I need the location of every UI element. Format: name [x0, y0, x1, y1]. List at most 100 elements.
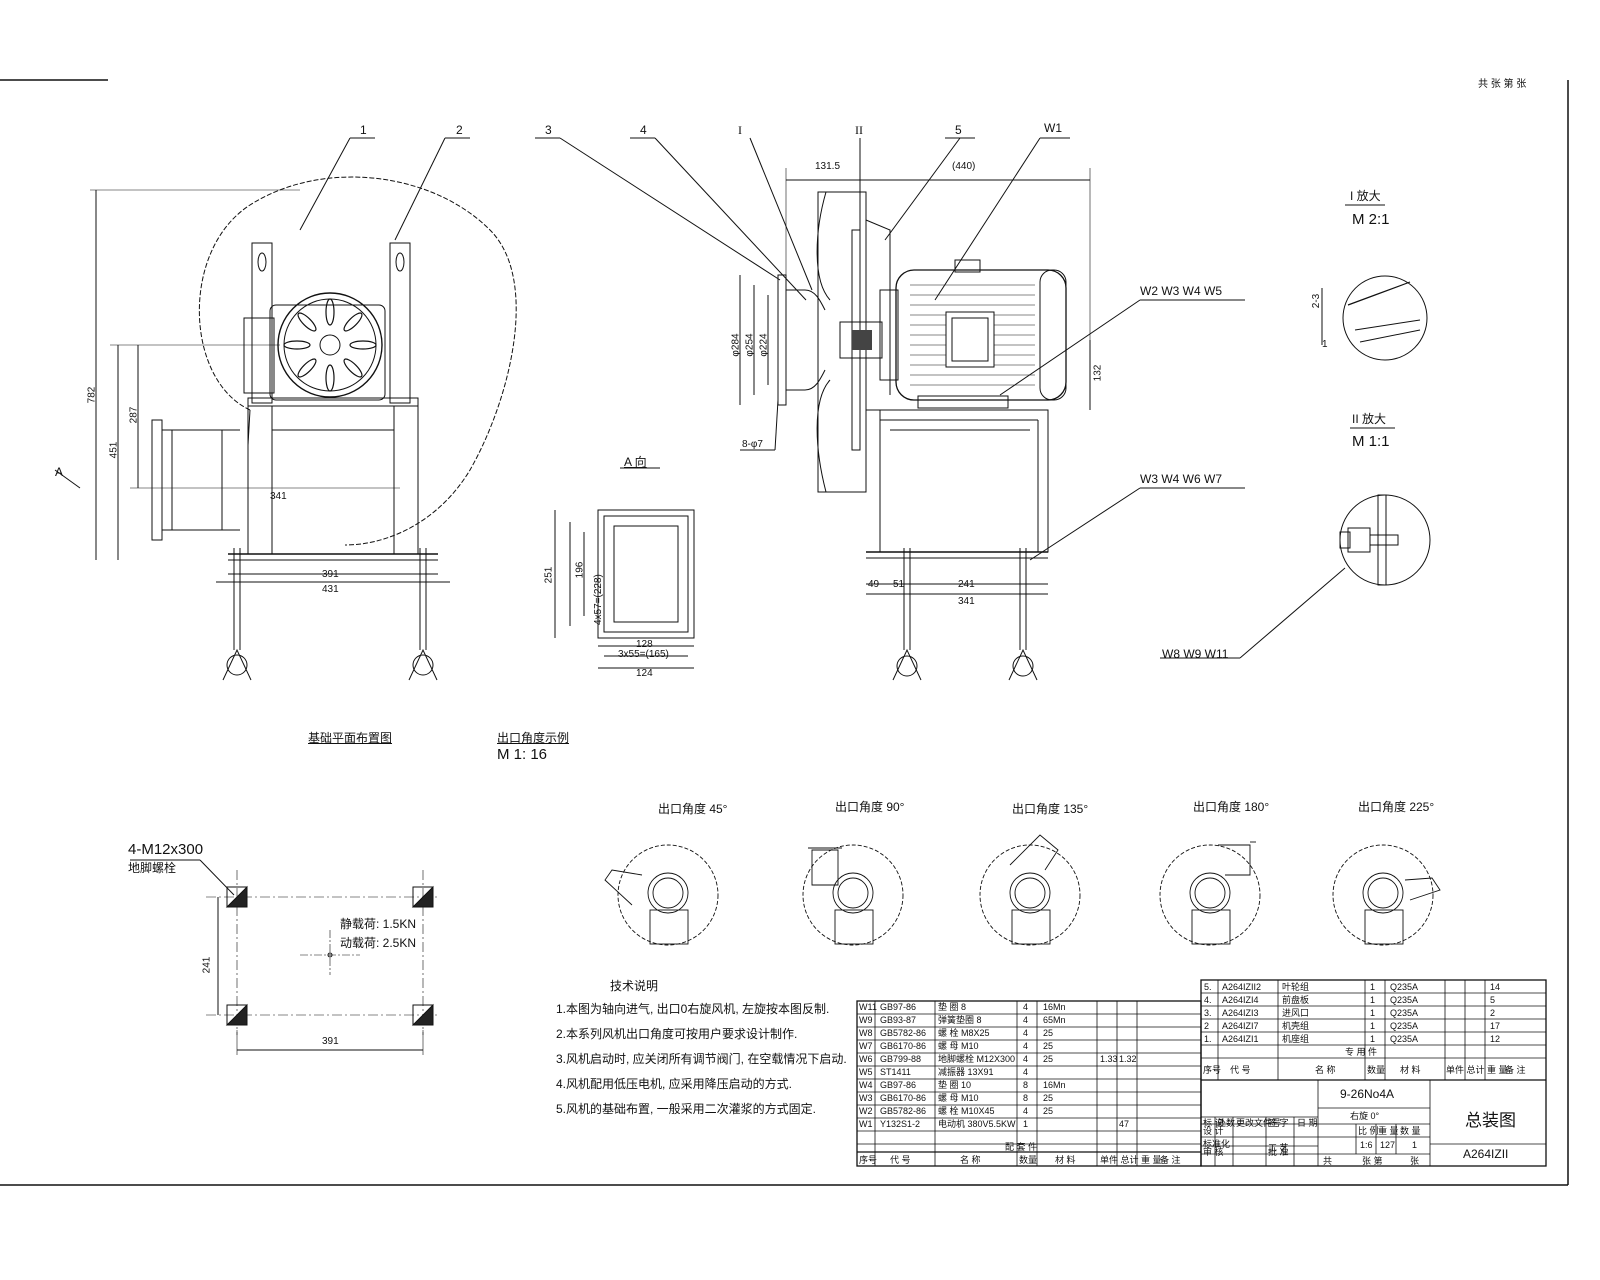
bom-left-cell: 25 [1043, 1054, 1054, 1064]
bom-left-cell: W11 [859, 1002, 877, 1012]
bom-right-header-cell: 名 称 [1315, 1065, 1336, 1075]
callout-4: 4 [640, 123, 647, 137]
outlet-scale: M 1: 16 [497, 746, 548, 763]
bom-left-cell: 25 [1043, 1028, 1054, 1038]
bom-left-cell: 65Mn [1043, 1015, 1066, 1025]
detail-ii-scale: M 1:1 [1352, 433, 1390, 450]
bom-left-cell: GB97-86 [880, 1080, 917, 1090]
approval-role-cell: 审 核 [1203, 1147, 1224, 1157]
bom-right-cell: A264IZI3 [1222, 1008, 1259, 1018]
outlet-angle-135: 出口角度 135° [1012, 802, 1089, 816]
dim-251: 251 [543, 566, 555, 584]
bom-left-cell: 地脚螺栓 M12X300 [938, 1054, 1016, 1064]
bom-right-cell: 17 [1490, 1021, 1501, 1031]
weld-label-w8-w11: W8 W9 W11 [1162, 647, 1229, 661]
bom-right-cell: 机座组 [1282, 1034, 1310, 1044]
bom-right-header-cell: 数量 [1367, 1065, 1386, 1075]
dim-440: (440) [952, 161, 976, 172]
weight-value: 127 [1380, 1140, 1396, 1150]
bom-left-cell: GB5782-86 [880, 1028, 927, 1038]
bom-right-cell: Q235A [1390, 1021, 1419, 1031]
dim-341-front: 341 [270, 491, 287, 502]
sheet-of-label: 张 [1410, 1156, 1420, 1166]
bom-left-cell: W7 [859, 1041, 873, 1051]
bom-left-cell: 垫 圈 10 [938, 1080, 972, 1090]
outlet-caption: 出口角度示例 [497, 731, 570, 745]
front-view [54, 137, 517, 681]
bom-right-cell: 叶轮组 [1282, 982, 1310, 992]
bom-left-cell: 16Mn [1043, 1002, 1066, 1012]
bom-left-grid [856, 1000, 1202, 1167]
bom-left-header-cell: 备 注 [1160, 1155, 1181, 1165]
scale-header: 比 例 [1358, 1126, 1379, 1136]
view-direction-a: A [55, 465, 64, 479]
sheet-corner-mark: 共 张 第 张 [1478, 79, 1527, 90]
bom-left-header-cell: 序号 [859, 1155, 878, 1165]
note-1: 1.本图为轴向进气, 出口0右旋风机, 左旋按本图反制. [556, 1002, 830, 1016]
note-3: 3.风机启动时, 应关闭所有调节阀门, 在空载情况下启动. [556, 1052, 847, 1066]
note-2: 2.本系列风机出口角度可按用户要求设计制作. [556, 1027, 798, 1041]
bom-left-cell: W4 [859, 1080, 873, 1090]
bom-left-cell: 垫 圈 8 [938, 1002, 967, 1012]
detail-i-scale: M 2:1 [1352, 211, 1390, 228]
dim-d284: φ284 [730, 333, 742, 357]
holes-8-d7: 8-φ7 [742, 439, 763, 450]
dim-241-side: 241 [958, 579, 975, 590]
bom-left-cell: 4 [1023, 1015, 1029, 1025]
approval-role-cell: 设 计 [1203, 1126, 1224, 1136]
dim-49: 49 [868, 579, 880, 590]
approval-role-cell: 标准化 [1203, 1139, 1231, 1149]
revision-header-cell: 签 字 [1268, 1118, 1289, 1128]
bom-left-header-cell: 单件 总计 重 量 [1100, 1155, 1162, 1165]
bom-right-cell: 机壳组 [1282, 1021, 1310, 1031]
bom-right-cell: Q235A [1390, 1034, 1419, 1044]
bom-right-cell: 1 [1370, 1021, 1376, 1031]
dim-4x57: 4x57=(228) [593, 574, 604, 625]
bom-left-cell: W1 [859, 1119, 873, 1129]
stage-mark: 右旋 0° [1350, 1111, 1380, 1121]
bom-left-cell: GB93-87 [880, 1015, 917, 1025]
bom-right-cell: Q235A [1390, 982, 1419, 992]
bom-right-header-cell: 单件 总计 重 量 [1446, 1065, 1508, 1075]
bom-left-cell: GB5782-86 [880, 1106, 927, 1116]
qty-header: 数 量 [1400, 1126, 1421, 1136]
dim-287: 287 [128, 406, 140, 424]
qty-value: 1 [1412, 1140, 1418, 1150]
dim-431: 431 [322, 584, 339, 595]
bom-right-cell: A264IZII2 [1222, 982, 1262, 992]
bom-right-header-cell: 代 号 [1230, 1065, 1251, 1075]
bom-left-cell: 4 [1023, 1041, 1029, 1051]
revision-header-cell: 日 期 [1297, 1118, 1318, 1128]
dim-128: 128 [636, 639, 653, 650]
bom-left-cell: 4 [1023, 1067, 1029, 1077]
bom-left-cell: 减振器 13X91 [938, 1067, 994, 1077]
dim-124: 124 [636, 668, 653, 679]
bom-left-cell: 弹簧垫圈 8 [938, 1015, 982, 1025]
bom-right-cell: Q235A [1390, 995, 1419, 1005]
bom-left-cell: 47 [1119, 1119, 1130, 1129]
bom-left-cell: 螺 栓 M8X25 [938, 1028, 990, 1038]
sheet-total-label: 共 [1323, 1156, 1333, 1166]
bom-right-cell: 2 [1490, 1008, 1496, 1018]
bom-left-header-cell: 代 号 [890, 1155, 911, 1165]
weld-label-w3-w7: W3 W4 W6 W7 [1140, 472, 1223, 486]
callout-2: 2 [456, 123, 463, 137]
bom-right-header-cell: 序号 [1203, 1065, 1222, 1075]
weld-label-w2-w5: W2 W3 W4 W5 [1140, 284, 1223, 298]
bom-right-cell: 1 [1370, 995, 1376, 1005]
bom-left-header-cell: 名 称 [960, 1155, 981, 1165]
bom-left-cell: 4 [1023, 1028, 1029, 1038]
dim-391-foundation: 391 [322, 1036, 339, 1047]
bom-right-cell: 3. [1204, 1008, 1212, 1018]
detail-i-title: I 放大 [1350, 189, 1381, 203]
bom-right-cell: 5. [1204, 982, 1212, 992]
dim-3x55: 3x55=(165) [618, 649, 669, 660]
bom-left-cell: Y132S1-2 [880, 1119, 921, 1129]
callout-3: 3 [545, 123, 552, 137]
outlet-angle-180: 出口角度 180° [1193, 800, 1270, 814]
bom-right-cell: Q235A [1390, 1008, 1419, 1018]
scale-value: 1:6 [1360, 1140, 1373, 1150]
bom-right-cell: 5 [1490, 995, 1496, 1005]
foundation-caption: 基础平面布置图 [308, 731, 393, 745]
dim-782: 782 [86, 386, 98, 404]
